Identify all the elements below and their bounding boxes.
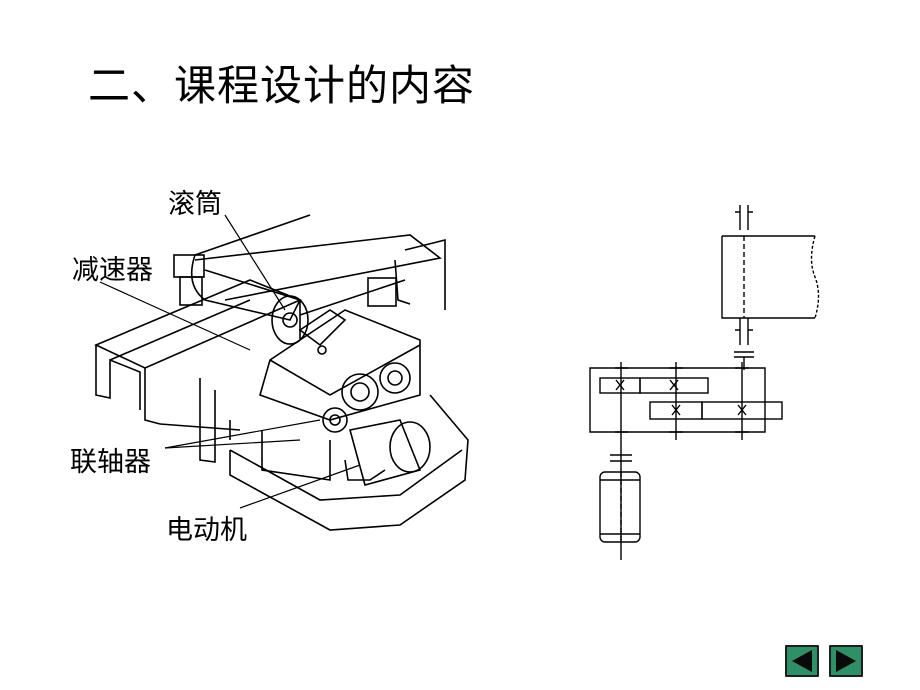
triangle-left-icon (792, 650, 812, 672)
previous-slide-button[interactable] (785, 645, 819, 677)
next-slide-button[interactable] (829, 645, 863, 677)
motor-label: 电动机 (166, 515, 247, 546)
triangle-right-icon (836, 650, 856, 672)
coupling-label: 联轴器 (70, 447, 151, 478)
reducer-label: 减速器 (72, 255, 153, 286)
drum-label: 滚筒 (168, 189, 222, 220)
slide-title: 二、课程设计的内容 (88, 61, 476, 110)
